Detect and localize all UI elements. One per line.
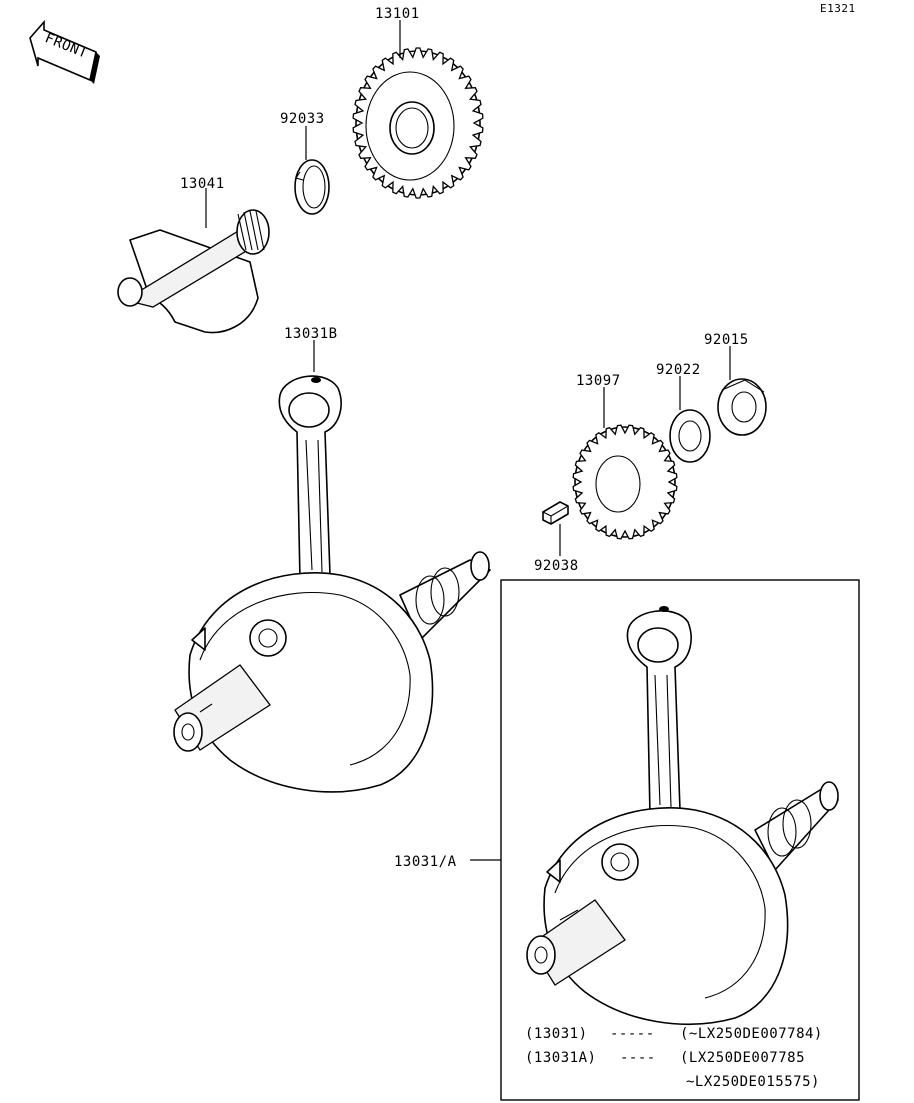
washer-92022[interactable] <box>669 409 711 463</box>
gear-13101[interactable] <box>352 47 484 199</box>
front-arrow-icon: FRONT <box>29 19 100 84</box>
note-range: ~LX250DE015575) <box>686 1074 820 1090</box>
balancer-shaft-13041[interactable] <box>117 209 270 334</box>
crankshaft-13031A[interactable] <box>526 606 839 1026</box>
label-92038: 92038 <box>534 558 579 574</box>
note-range: (~LX250DE007784) <box>680 1026 823 1042</box>
label-13097: 13097 <box>576 373 621 389</box>
gear-13097[interactable] <box>572 424 678 540</box>
note-range: (LX250DE007785 <box>680 1050 805 1066</box>
variant-box <box>500 579 860 1101</box>
label-13031A: 13031/A <box>394 854 457 870</box>
diagram-code: E1321 <box>820 2 856 15</box>
label-13101: 13101 <box>375 6 420 22</box>
label-92022: 92022 <box>656 362 701 378</box>
label-13031B: 13031B <box>284 326 338 342</box>
label-13041: 13041 <box>180 176 225 192</box>
crankshaft-13031B[interactable] <box>173 375 491 793</box>
label-92015: 92015 <box>704 332 749 348</box>
serial-notes: (13031) ----- (~LX250DE007784) (13031A) … <box>525 1026 823 1090</box>
key-92038[interactable] <box>542 501 569 525</box>
note-dashes: ----- <box>610 1026 655 1042</box>
note-dashes: ---- <box>620 1050 656 1066</box>
circlip-92033[interactable] <box>294 159 330 215</box>
nut-92015[interactable] <box>717 378 767 436</box>
label-92033: 92033 <box>280 111 325 127</box>
note-part: (13031A) <box>525 1050 596 1066</box>
gear-teeth <box>572 424 678 540</box>
note-part: (13031) <box>525 1026 588 1042</box>
